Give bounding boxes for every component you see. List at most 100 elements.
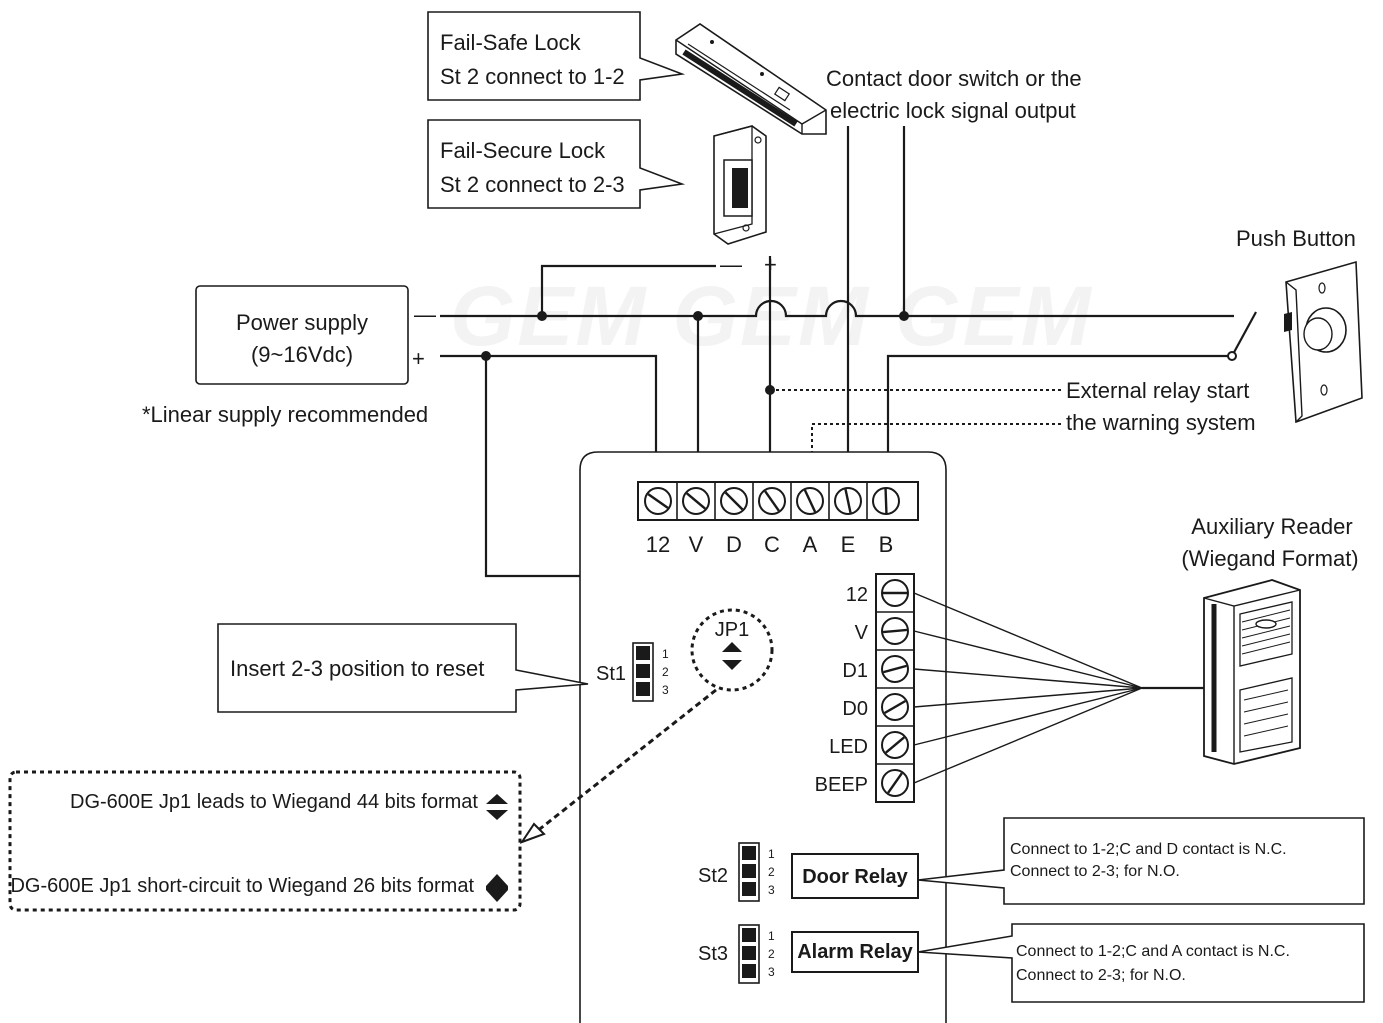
door-relay-callout: Connect to 1-2;C and D contact is N.C. C… <box>917 817 1365 905</box>
external-relay-label-1: External relay start <box>1066 378 1249 403</box>
door-relay-note-2: Connect to 2-3; for N.O. <box>1010 863 1180 880</box>
door-relay-label: Door Relay <box>802 866 908 888</box>
aux-reader-format: (Wiegand Format) <box>1181 546 1358 571</box>
terminal-label-a: A <box>803 532 818 557</box>
alarm-relay-note-1: Connect to 1-2;C and A contact is N.C. <box>1016 943 1290 960</box>
side-terminal-screw-12 <box>881 579 909 607</box>
power-supply-plus: + <box>412 346 425 371</box>
jp1-legend-26: DG-600E Jp1 short-circuit to Wiegand 26 … <box>10 875 474 897</box>
jp1-pointer-head <box>519 822 546 844</box>
jp1-legend-44: DG-600E Jp1 leads to Wiegand 44 bits for… <box>70 791 478 813</box>
jp1-jumper: JP1 <box>690 608 774 692</box>
terminal-label-v: V <box>689 532 704 557</box>
st3-jumper: St3 1 2 3 <box>698 924 775 984</box>
jp1-legend-44-down-icon <box>486 810 508 820</box>
fail-secure-callout: Fail-Secure Lock St 2 connect to 2-3 <box>427 119 686 209</box>
side-terminal-screw-beep <box>881 769 909 797</box>
lock-minus: — <box>720 252 742 277</box>
reader-wire-d0 <box>913 687 1143 708</box>
terminal-label-e: E <box>841 532 856 557</box>
st2-jumper: St2 1 2 3 <box>698 842 775 902</box>
contact-switch-label-1: Contact door switch or the <box>826 66 1082 91</box>
st2-pins-pin-2: 2 <box>768 865 775 879</box>
side-terminal-label-d1: D1 <box>842 660 868 682</box>
external-relay-label-2: the warning system <box>1066 410 1256 435</box>
side-terminal-label-v: V <box>855 622 869 644</box>
jp1-legend: DG-600E Jp1 leads to Wiegand 44 bits for… <box>8 770 522 912</box>
side-terminal-screw-v <box>881 617 909 645</box>
power-supply-note: *Linear supply recommended <box>142 402 428 427</box>
st3-pins: 1 2 3 <box>738 924 775 984</box>
st2-pins-pin-1: 1 <box>768 847 775 861</box>
terminal-screw-v <box>682 487 710 515</box>
reader-wire-led <box>913 687 1143 746</box>
door-relay-note-1: Connect to 1-2;C and D contact is N.C. <box>1010 841 1287 858</box>
electric-strike-illustration <box>713 125 767 245</box>
st3-pins-pin-3: 3 <box>768 965 775 979</box>
st2-label: St2 <box>698 865 728 887</box>
terminal-label-c: C <box>764 532 780 557</box>
side-terminal-screw-d0 <box>881 693 909 721</box>
side-terminal-label-led: LED <box>829 736 868 758</box>
st1-jumper: St1 1 2 3 <box>596 642 669 702</box>
reset-note: Insert 2-3 position to reset <box>230 656 484 681</box>
st3-pins-pin-1: 1 <box>768 929 775 943</box>
side-terminal-label-12: 12 <box>846 584 868 606</box>
terminal-screw-e <box>834 487 862 515</box>
st1-pins: 1 2 3 <box>632 642 669 702</box>
terminal-screw-b <box>872 487 900 515</box>
reader-wire-v <box>913 630 1143 689</box>
aux-reader-illustration <box>1203 579 1301 765</box>
terminal-screw-12 <box>644 487 672 515</box>
terminal-screw-a <box>796 487 824 515</box>
alarm-relay-label: Alarm Relay <box>797 941 913 963</box>
contact-switch-label-2: electric lock signal output <box>830 98 1076 123</box>
st3-label: St3 <box>698 943 728 965</box>
side-terminal-label-d0: D0 <box>842 698 868 720</box>
fail-secure-title: Fail-Secure Lock <box>440 138 606 163</box>
aux-reader-title: Auxiliary Reader <box>1191 514 1352 539</box>
st1-pins-pin-1: 1 <box>662 647 669 661</box>
fail-safe-setting: St 2 connect to 1-2 <box>440 64 625 89</box>
jp1-label: JP1 <box>715 619 749 641</box>
terminal-label-12: 12 <box>646 532 670 557</box>
side-terminal-label-beep: BEEP <box>815 774 868 796</box>
st2-pins-pin-3: 3 <box>768 883 775 897</box>
maglock-illustration <box>675 23 827 135</box>
side-terminal-screw-led <box>881 731 909 759</box>
terminal-label-b: B <box>879 532 894 557</box>
reader-wire-d1 <box>913 668 1143 689</box>
jp1-pointer <box>535 688 717 834</box>
reset-callout: Insert 2-3 position to reset <box>217 623 589 713</box>
st3-pins-pin-2: 2 <box>768 947 775 961</box>
fail-safe-title: Fail-Safe Lock <box>440 30 582 55</box>
power-supply-minus: — <box>414 302 436 327</box>
fail-safe-callout: Fail-Safe Lock St 2 connect to 1-2 <box>427 11 686 101</box>
reader-wire-12 <box>913 592 1143 689</box>
st1-pins-pin-3: 3 <box>662 683 669 697</box>
fail-secure-setting: St 2 connect to 2-3 <box>440 172 625 197</box>
power-supply-voltage: (9~16Vdc) <box>251 342 353 367</box>
terminal-label-d: D <box>726 532 742 557</box>
alarm-relay-callout: Connect to 1-2;C and A contact is N.C. C… <box>917 923 1365 1003</box>
st1-label: St1 <box>596 663 626 685</box>
side-terminal-screw-d1 <box>881 655 909 683</box>
st1-pins-pin-2: 2 <box>662 665 669 679</box>
terminal-screw-d <box>720 487 748 515</box>
power-supply-title: Power supply <box>236 310 368 335</box>
jp1-legend-44-up-icon <box>486 794 508 804</box>
jp1-legend-26-shorted-icon <box>486 874 508 902</box>
push-button-label: Push Button <box>1236 226 1356 251</box>
power-supply: Power supply (9~16Vdc) — + <box>195 285 436 385</box>
reader-wires <box>913 592 1143 784</box>
alarm-relay: Alarm Relay <box>791 931 919 973</box>
reader-wire-beep <box>913 687 1143 784</box>
junction-dots <box>481 311 1237 395</box>
push-button-illustration <box>1284 260 1363 424</box>
door-relay: Door Relay <box>791 853 919 899</box>
st2-pins: 1 2 3 <box>738 842 775 902</box>
alarm-relay-note-2: Connect to 2-3; for N.O. <box>1016 967 1186 984</box>
